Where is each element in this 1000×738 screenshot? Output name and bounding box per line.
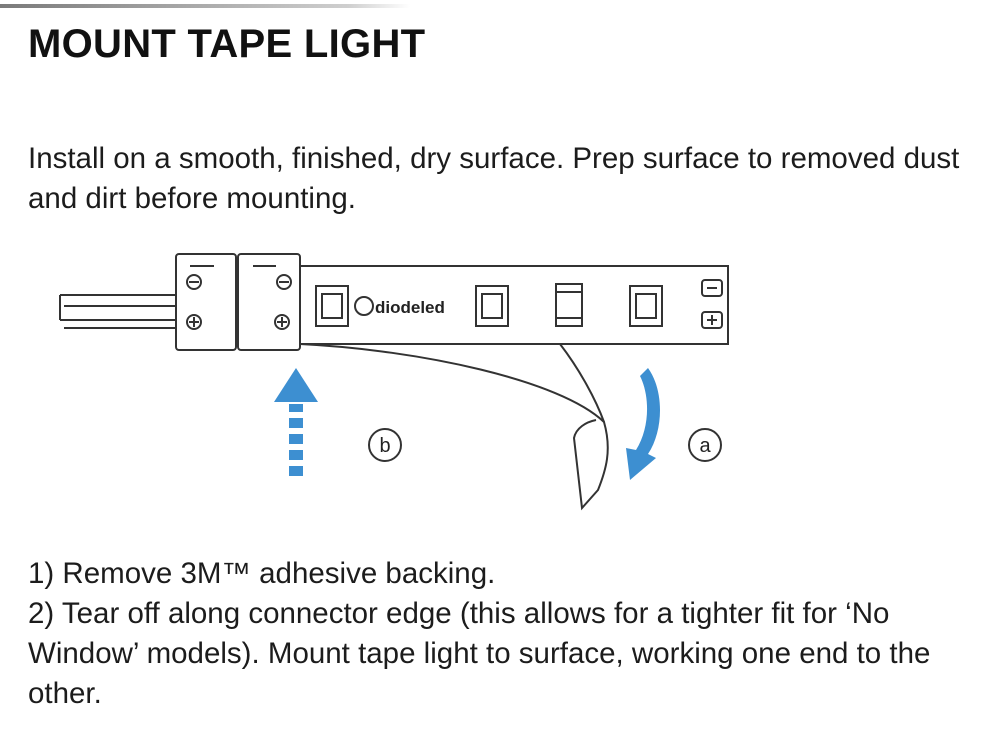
brand-logo: diodeled <box>354 296 445 317</box>
mounting-diagram: diodeled b a <box>59 253 729 511</box>
led-chip <box>629 285 663 327</box>
page-title: MOUNT TAPE LIGHT <box>28 22 426 66</box>
power-wires <box>59 294 178 329</box>
svg-text:diodeled: diodeled <box>375 298 445 317</box>
svg-text:b: b <box>379 435 390 457</box>
strip-end-pads <box>701 279 723 329</box>
resistor <box>555 283 583 327</box>
svg-text:a: a <box>699 435 711 457</box>
arrow-up-icon <box>274 368 318 476</box>
curved-arrow-icon <box>626 368 660 480</box>
top-divider <box>0 4 410 8</box>
step-2: 2) Tear off along connector edge (this a… <box>28 597 931 710</box>
peeled-backing <box>299 343 609 511</box>
label-a-marker: a <box>688 428 722 462</box>
led-chip <box>475 285 509 327</box>
step-1: 1) Remove 3M™ adhesive backing. <box>28 557 496 590</box>
led-chip <box>315 285 349 327</box>
instruction-steps: 1) Remove 3M™ adhesive backing. 2) Tear … <box>28 554 978 714</box>
connector <box>175 253 301 351</box>
intro-paragraph: Install on a smooth, finished, dry surfa… <box>28 142 960 215</box>
connector-markings <box>186 265 292 330</box>
label-b-marker: b <box>368 428 402 462</box>
